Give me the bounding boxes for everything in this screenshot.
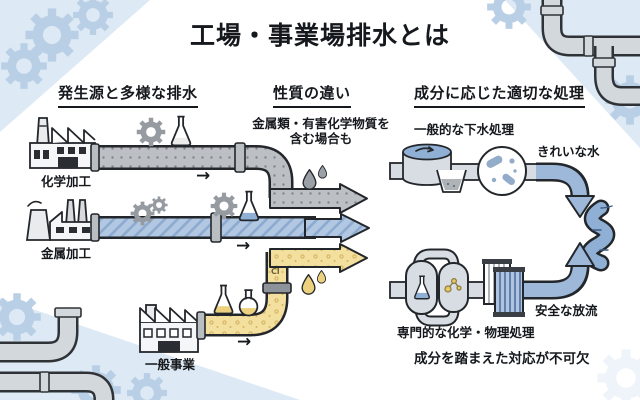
gray-wastewater-pipe: [90, 142, 294, 198]
sewage-treatment-icon: [389, 143, 540, 196]
decor-corner-bottom-right: [597, 349, 640, 400]
gear-icon: [597, 349, 640, 400]
label-general-business: 一般事業: [144, 357, 195, 372]
heading-treatment: 成分に応じた適切な処理: [414, 82, 585, 108]
molecule-icon: [444, 278, 462, 293]
metal-factory-icon: [25, 199, 96, 241]
yellow-flow-arrow: [269, 243, 368, 273]
chlorine-label: Cl: [271, 267, 280, 276]
special-treatment-tanks-icon: [389, 248, 525, 327]
decor-corner-top-left: [0, 0, 150, 132]
label-metal-processing: 金属加工: [40, 246, 91, 261]
flow-arrow-glyph: →: [236, 236, 251, 256]
chemical-factory-icon: [29, 117, 96, 169]
gear-icon: [150, 196, 168, 214]
general-factory-icon: [139, 304, 199, 353]
droplet-icon: [302, 169, 317, 190]
gear-icon: [136, 117, 166, 147]
river-icon: [581, 199, 616, 272]
label-sewage-treatment: 一般的な下水処理: [414, 122, 515, 137]
label-safe-discharge: 安全な放流: [535, 303, 598, 318]
hazard-note-line2: 含む場合も: [289, 131, 353, 146]
yellow-wastewater-pipe: [196, 252, 292, 340]
droplet-icon: [317, 164, 328, 179]
microbes-icon: [477, 146, 527, 196]
blue-wastewater-pipe: [90, 212, 316, 243]
flask-icon: [238, 190, 260, 222]
label-chemical-processing: 化学加工: [40, 174, 91, 189]
page-title: 工場・事業場排水とは: [189, 21, 450, 50]
flow-arrow-glyph: →: [196, 166, 211, 186]
flow-arrow-glyph: →: [237, 332, 252, 352]
hazard-note-line1: 金属類・有害化学物質を: [252, 116, 390, 131]
label-footnote: 成分を踏まえた対応が不可欠: [414, 351, 590, 367]
heading-properties: 性質の違い: [273, 82, 351, 108]
label-special-treatment: 専門的な化学・物理処理: [397, 325, 535, 340]
heading-sources: 発生源と多様な排水: [58, 82, 198, 108]
decor-corner-top-right: [487, 0, 640, 148]
droplet-icon: [316, 269, 327, 284]
blue-flow-arrow: [304, 213, 370, 243]
label-clean-water: きれいな水: [537, 144, 600, 159]
hazard-note: 金属類・有害化学物質を 含む場合も: [238, 116, 404, 146]
decor-pipes-icon: [540, 0, 640, 106]
gray-flow-arrow: [269, 183, 368, 214]
round-flask-icon: [238, 289, 259, 317]
gear-icon: [210, 192, 238, 220]
flask-icon: [213, 284, 234, 315]
filter-icon: [482, 259, 525, 317]
clean-water-pipe-down: [536, 162, 595, 218]
flask-icon: [170, 115, 192, 147]
droplet-icon: [301, 274, 316, 295]
clean-water-pipe-up: [524, 242, 595, 300]
